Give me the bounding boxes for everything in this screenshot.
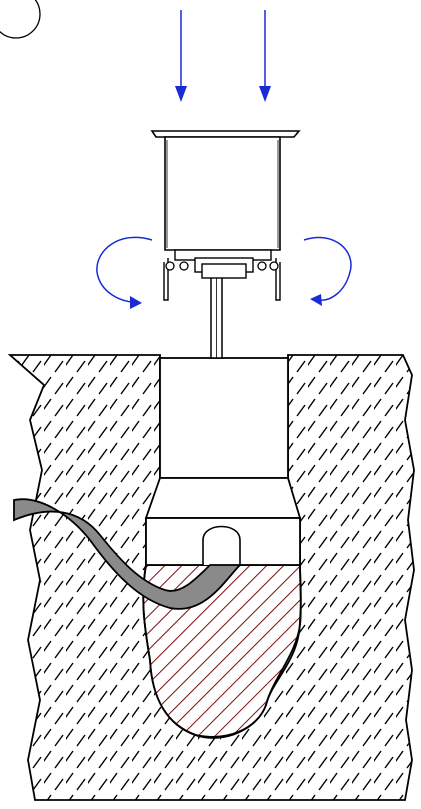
- light-fixture: [150, 130, 301, 301]
- embedded-housing: [144, 357, 302, 566]
- rotate-ccw-icon: [96, 236, 153, 309]
- rotate-cw-icon: [303, 236, 352, 306]
- step-badge: [0, 0, 41, 39]
- power-cable: [13, 498, 243, 610]
- press-down-arrows: [175, 10, 271, 102]
- left-clip: [163, 258, 189, 301]
- down-arrow-icon: [175, 10, 187, 102]
- connector-stem: [210, 275, 223, 359]
- down-arrow-icon: [259, 10, 271, 102]
- right-clip: [257, 258, 281, 301]
